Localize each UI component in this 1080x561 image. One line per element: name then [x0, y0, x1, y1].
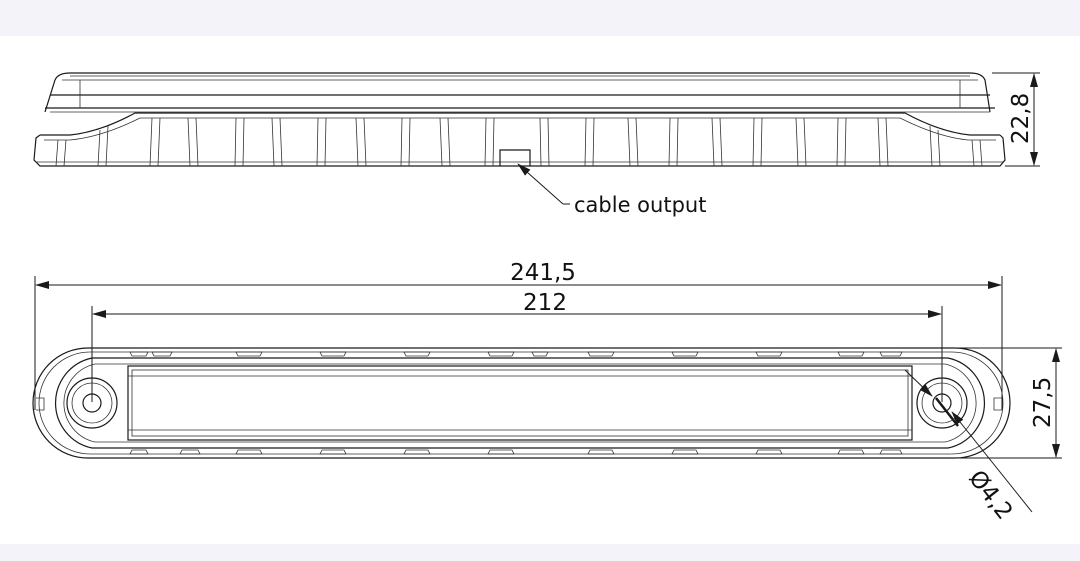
cable-output-label: cable output [574, 193, 706, 217]
overall-length-label: 241,5 [510, 260, 576, 286]
side-lens-inner [44, 79, 56, 113]
top-lens-area [127, 365, 913, 441]
height-dimension-label: 22,8 [1008, 93, 1034, 144]
right-mounting-hole [916, 377, 968, 429]
hole-spacing-label: 212 [523, 290, 567, 316]
top-band [0, 0, 1080, 36]
top-serrations [129, 351, 903, 455]
side-ribs [55, 117, 983, 167]
left-mounting-hole [66, 377, 118, 429]
hole-diameter-label: Ø4,2 [963, 466, 1017, 525]
side-lens-outline [54, 72, 991, 113]
top-outer-outline [32, 347, 1011, 459]
bottom-band [0, 544, 1080, 561]
cable-output-leader [517, 163, 564, 205]
side-view: cable output 22,8 [33, 72, 1040, 217]
hole-diameter-leader [951, 411, 1033, 513]
width-dimension-label: 27,5 [1030, 377, 1056, 428]
top-view: 241,5 212 [32, 260, 1062, 525]
cable-output-notch [499, 149, 531, 166]
